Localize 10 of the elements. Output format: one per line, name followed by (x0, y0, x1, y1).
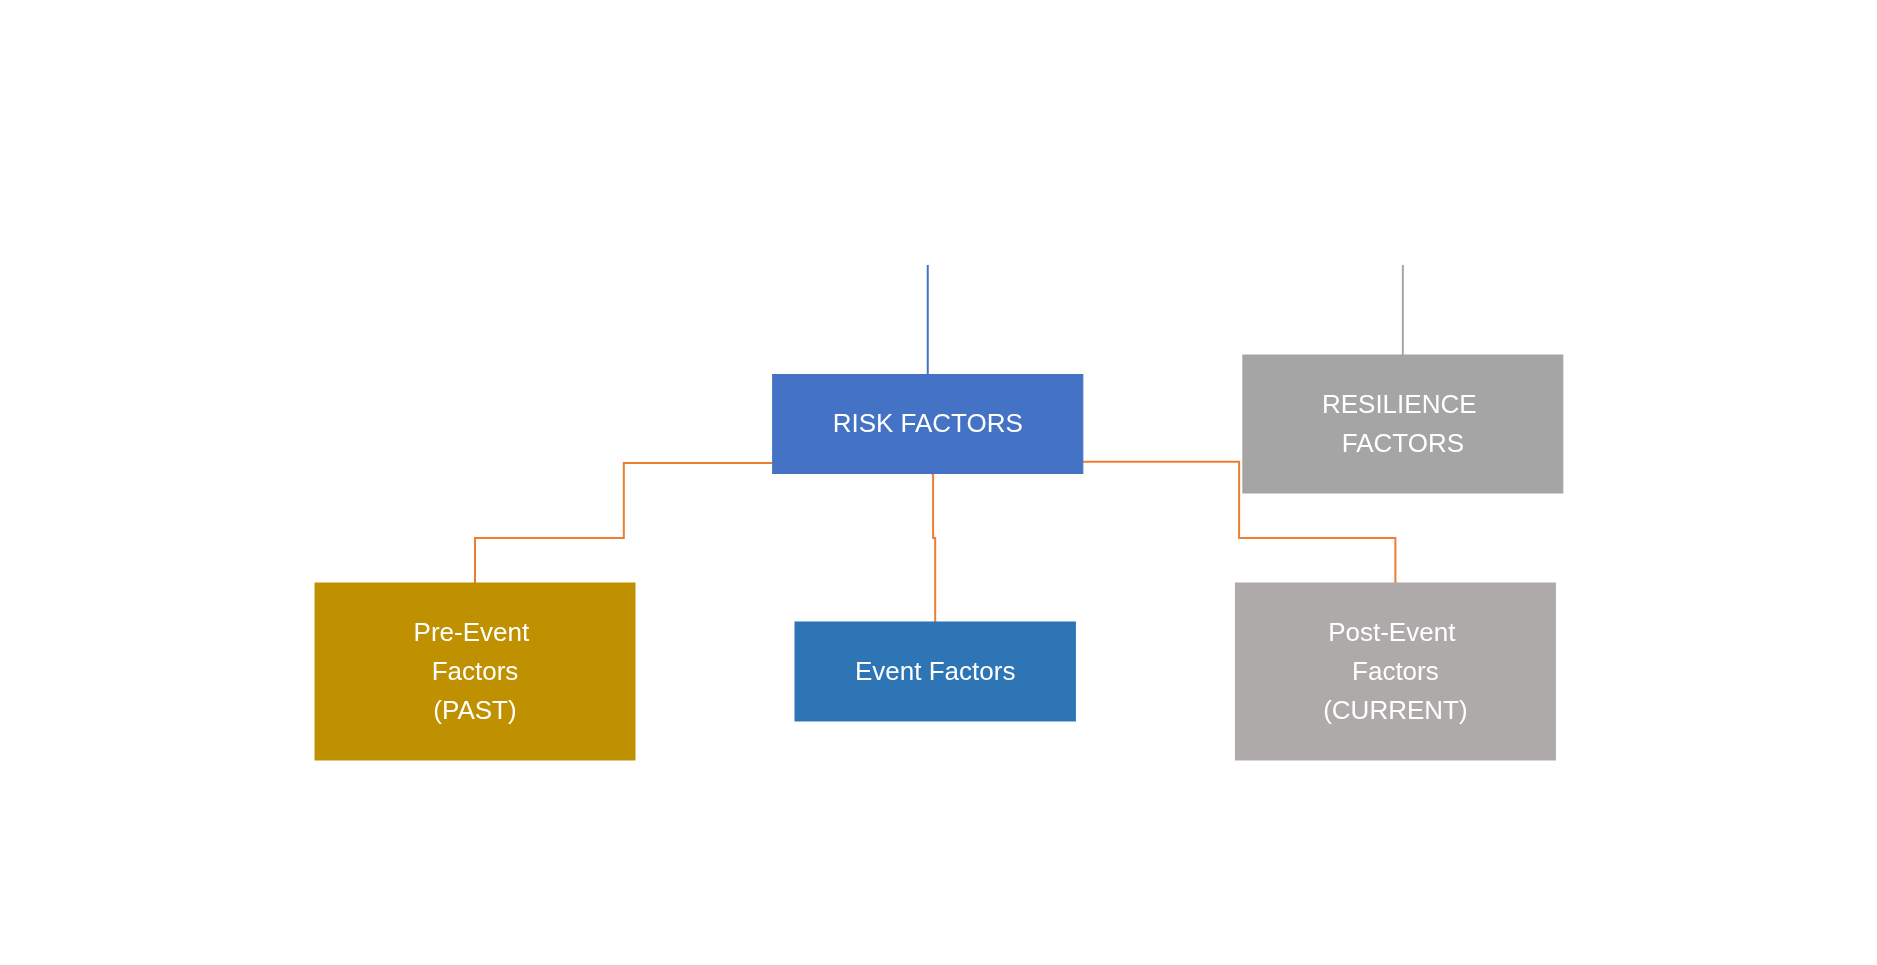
node-box: Pre-Event Factors (PAST) (314, 582, 636, 761)
connector (926, 264, 929, 376)
node-box: RESILIENCE FACTORS (1241, 354, 1563, 494)
connector (473, 462, 774, 584)
connector (1081, 460, 1396, 584)
connector (929, 472, 936, 623)
node-box: RISK FACTORS (771, 374, 1083, 474)
node-box: Post-Event Factors (CURRENT) (1234, 582, 1556, 761)
connector (1401, 264, 1404, 356)
node-box: Event Factors (794, 621, 1076, 722)
